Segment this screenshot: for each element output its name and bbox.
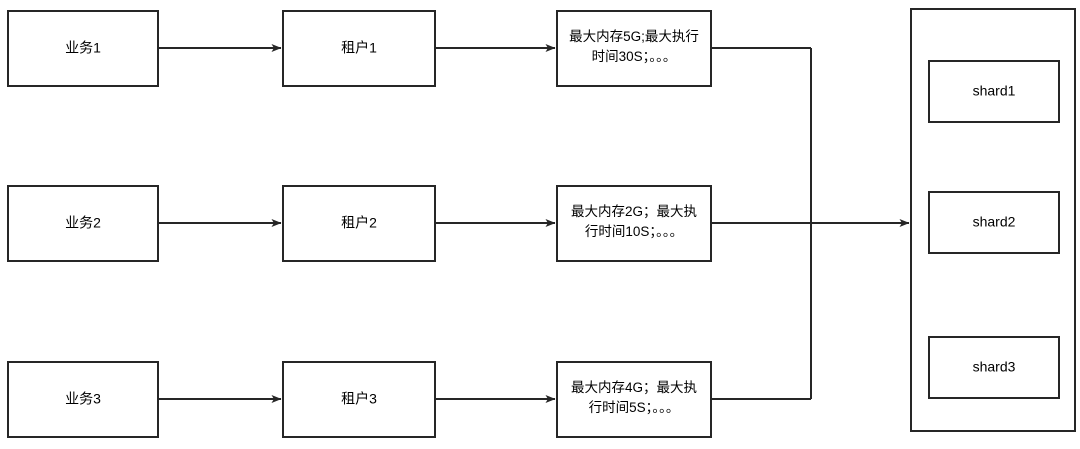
tenant-node-3[interactable] <box>282 361 436 438</box>
flow-row-3: 业务3 租户3 最大内存4G；最大执 行时间5S；。。。 <box>7 361 811 438</box>
tenant-node-2-label: 租户2 <box>341 215 377 231</box>
shard-node-2-label: shard2 <box>973 214 1016 230</box>
constraint-node-1[interactable] <box>556 10 712 87</box>
shard-node-1-label: shard1 <box>973 83 1016 99</box>
tenant-node-1-label: 租户1 <box>341 40 377 56</box>
constraint-node-3-label-line2: 行时间5S；。。。 <box>589 400 680 416</box>
shard-cluster-container[interactable]: shard1 shard2 shard3 <box>910 8 1076 432</box>
business-node-1[interactable] <box>7 10 159 87</box>
constraint-node-1-label-line1: 最大内存5G;最大执行 <box>569 29 699 44</box>
flow-row-2: 业务2 租户2 最大内存2G；最大执 行时间10S；。。。 <box>7 185 712 262</box>
shard-node-3-label: shard3 <box>973 359 1016 375</box>
business-node-3-label: 业务3 <box>65 391 101 407</box>
constraint-node-1-label-line2: 时间30S；。。。 <box>592 49 677 65</box>
business-node-3[interactable] <box>7 361 159 438</box>
tenant-node-1[interactable] <box>282 10 436 87</box>
tenant-node-3-label: 租户3 <box>341 391 377 407</box>
business-node-2[interactable] <box>7 185 159 262</box>
business-node-2-label: 业务2 <box>65 215 101 231</box>
shard-node-2[interactable] <box>928 191 1060 254</box>
shard-node-3[interactable] <box>928 336 1060 399</box>
constraint-node-2-label-line1: 最大内存2G；最大执 <box>571 204 697 220</box>
flow-row-1: 业务1 租户1 最大内存5G;最大执行 时间30S；。。。 <box>7 10 811 87</box>
constraint-node-3[interactable] <box>556 361 712 438</box>
constraint-node-3-label-line1: 最大内存4G；最大执 <box>571 380 697 396</box>
business-node-1-label: 业务1 <box>65 40 101 56</box>
shard-node-1[interactable] <box>928 60 1060 123</box>
constraint-node-2-label-line2: 行时间10S；。。。 <box>585 224 683 240</box>
